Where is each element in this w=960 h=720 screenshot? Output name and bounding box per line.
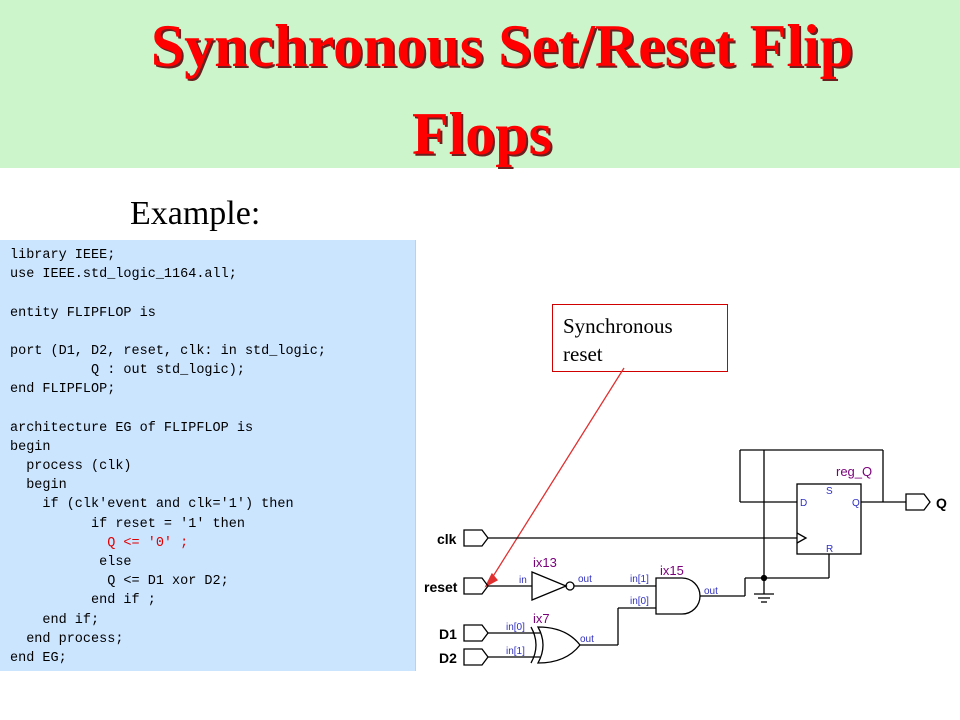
register-instance-label: reg_Q [836, 464, 872, 479]
register-pin-r: R [826, 544, 833, 555]
and-gate [655, 577, 701, 615]
slide-title-line-2: Flops [411, 101, 553, 167]
reset-port-icon [463, 577, 489, 595]
code-line: end if; [10, 612, 100, 628]
inverter-pin-in: in [519, 575, 527, 586]
code-line: Q <= '0' ; [10, 535, 189, 551]
code-line: end FLIPFLOP; [10, 382, 116, 398]
code-line: library IEEE; [10, 248, 116, 263]
inverter-gate [531, 571, 568, 601]
code-line: use IEEE.std_logic_1164.all; [10, 267, 237, 283]
q-port-label: Q [936, 495, 947, 511]
xor-pin-out: out [580, 634, 594, 645]
clk-port-icon [463, 529, 489, 547]
and-pin-in0: in[0] [630, 596, 649, 607]
callout-arrow [491, 367, 625, 579]
clk-port-label: clk [437, 531, 457, 547]
reset-port-label: reset [424, 579, 458, 595]
clock-triangle-icon [796, 532, 808, 544]
d2-port-icon [463, 648, 489, 666]
callout-arrowhead [484, 572, 499, 588]
synchronous-reset-callout: Synchronous reset [552, 304, 728, 372]
code-line: architecture EG of FLIPFLOP is [10, 420, 254, 436]
and-pin-in1: in[1] [630, 574, 649, 585]
inverter-pin-out: out [578, 574, 592, 585]
code-line: end if ; [10, 593, 156, 609]
xor-gate-back-arc [530, 626, 537, 664]
inverter-instance-label: ix13 [533, 555, 557, 570]
and-pin-out: out [704, 586, 718, 597]
title-band: Synchronous Set/Reset Flip Flops [0, 0, 960, 168]
q-port-icon [905, 493, 931, 511]
d1-port-icon [463, 624, 489, 642]
and-instance-label: ix15 [660, 563, 684, 578]
code-line: begin [10, 478, 67, 494]
code-line: process (clk) [10, 459, 132, 475]
code-line: entity FLIPFLOP is [10, 305, 156, 321]
register-pin-d: D [800, 498, 807, 509]
vhdl-code-panel: library IEEE; use IEEE.std_logic_1164.all… [0, 240, 416, 671]
code-line: Q <= D1 xor D2; [10, 574, 229, 590]
d2-port-label: D2 [439, 650, 457, 666]
xor-gate [536, 626, 581, 664]
code-line: if reset = '1' then [10, 516, 245, 532]
xor-instance-label: ix7 [533, 611, 550, 626]
code-line: end EG; [10, 650, 67, 666]
callout-line-1: Synchronous [563, 314, 673, 338]
example-label: Example: [130, 195, 261, 232]
code-line: port (D1, D2, reset, clk: in std_logic; [10, 343, 326, 359]
slide-title-line-1: Synchronous Set/Reset Flip [150, 13, 854, 79]
register-pin-q: Q [852, 498, 860, 509]
code-line: else [10, 555, 132, 570]
code-line: begin [10, 439, 51, 455]
register-pin-s: S [826, 486, 833, 497]
xor-pin-in1: in[1] [506, 646, 525, 657]
code-line: Q : out std_logic); [10, 363, 245, 379]
d1-port-label: D1 [439, 626, 457, 642]
xor-pin-in0: in[0] [506, 622, 525, 633]
code-line: end process; [10, 631, 124, 647]
callout-line-2: reset [563, 342, 603, 366]
code-line: if (clk'event and clk='1') then [10, 497, 294, 513]
